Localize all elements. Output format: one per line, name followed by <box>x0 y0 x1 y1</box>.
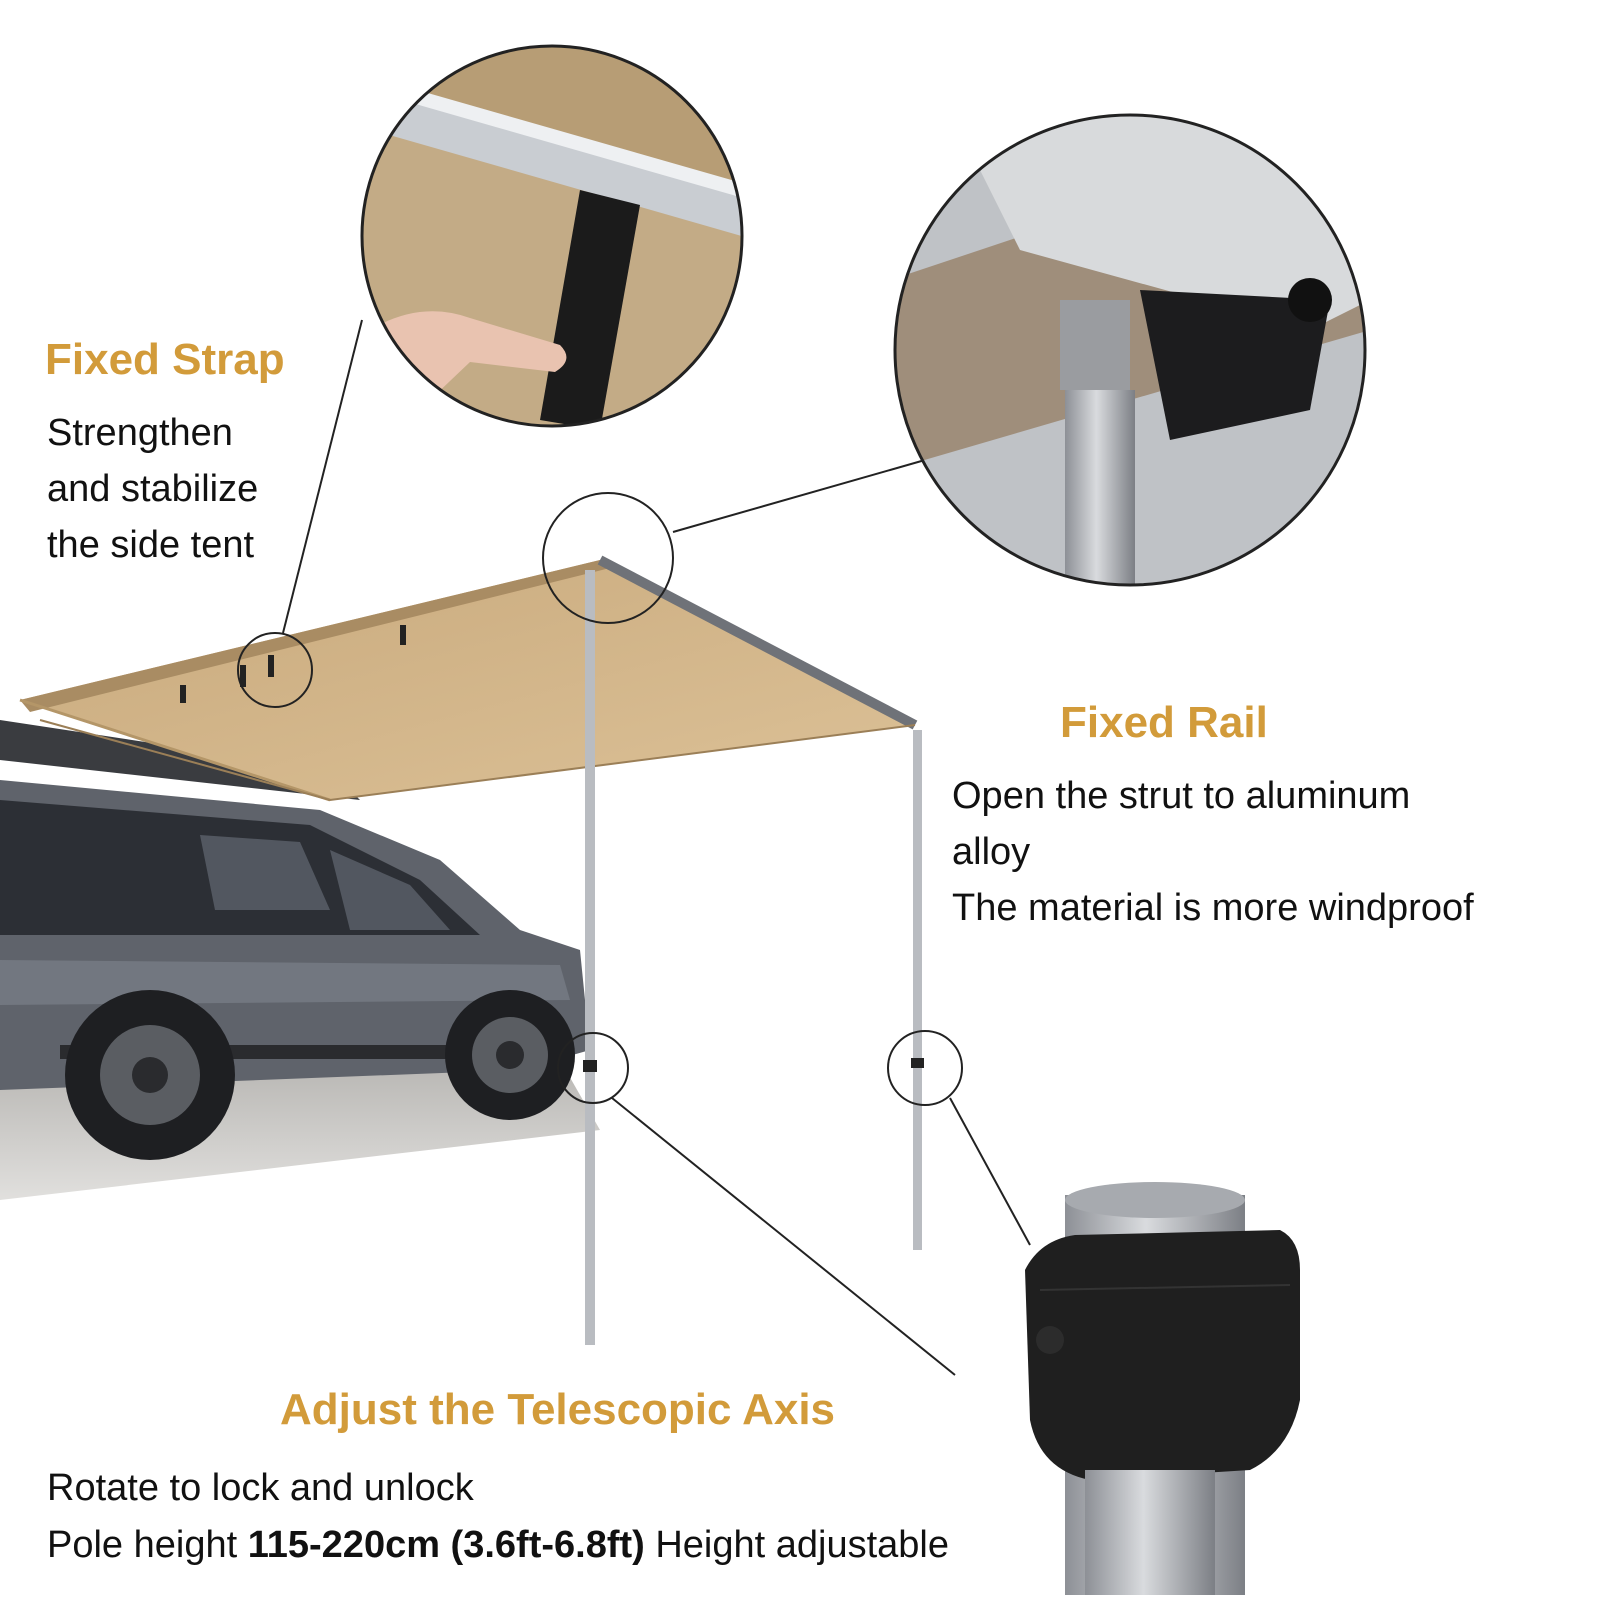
callout-markers <box>237 492 963 1106</box>
awning-poles <box>583 570 924 1345</box>
callout-leader-lines <box>282 319 1031 1376</box>
awning-canvas <box>19 555 918 802</box>
fixed-strap-line-2: and stabilize <box>47 468 259 510</box>
telescopic-axis-title: Adjust the Telescopic Axis <box>280 1385 836 1434</box>
fixed-rail-title: Fixed Rail <box>1060 698 1268 747</box>
fixed-rail-line-1: Open the strut to aluminum <box>952 775 1411 817</box>
telescopic-axis-line-1: Rotate to lock and unlock <box>47 1467 474 1509</box>
pole-height-prefix: Pole height <box>47 1524 248 1566</box>
fixed-strap-line-1: Strengthen <box>47 412 233 454</box>
fixed-rail-line-3: The material is more windproof <box>952 887 1474 929</box>
fixed-strap-line-3: the side tent <box>47 524 255 566</box>
zoom-fixed-rail <box>893 113 1367 587</box>
zoom-fixed-strap <box>360 44 744 428</box>
suv-vehicle <box>0 720 590 1160</box>
pole-height-value: 115-220cm (3.6ft-6.8ft) <box>247 1524 645 1566</box>
fixed-strap-title: Fixed Strap <box>45 335 285 384</box>
telescopic-axis-line-2: Pole height 115-220cm (3.6ft-6.8ft) Heig… <box>47 1517 949 1573</box>
zoom-telescopic-lock <box>1025 1182 1300 1595</box>
fixed-rail-line-2: alloy <box>952 831 1031 873</box>
pole-height-suffix: Height adjustable <box>644 1524 950 1566</box>
